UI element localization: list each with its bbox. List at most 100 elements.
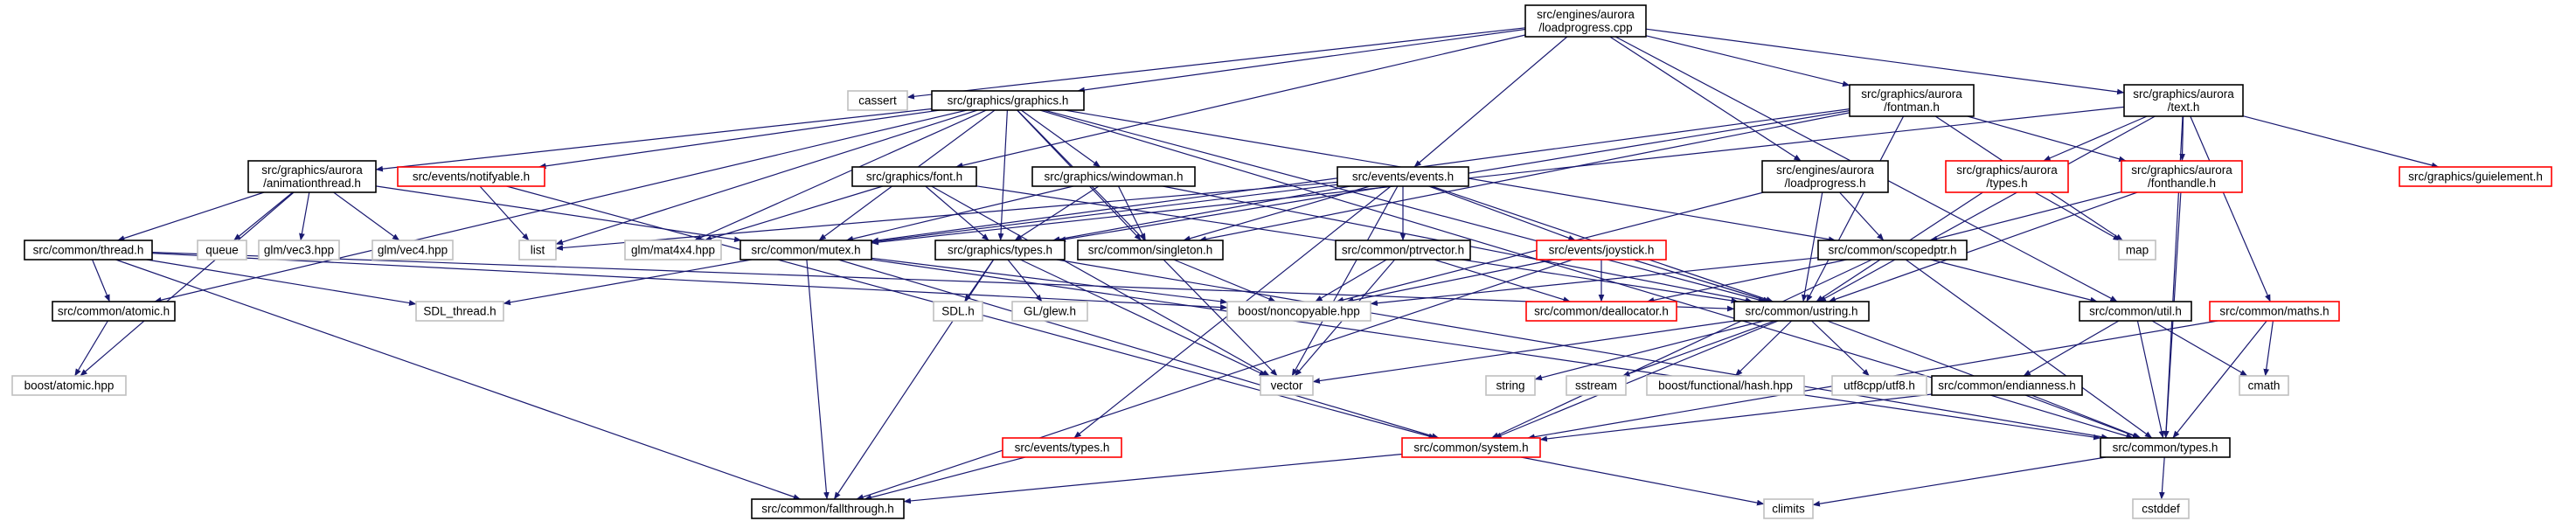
- node-label: glm/vec3.hpp: [264, 244, 334, 257]
- edge-graphics_h-to-graphics_types_h: [997, 109, 1008, 241]
- edge-joystick_h-to-fallthrough_h: [856, 259, 1573, 500]
- node-label: glm/vec4.hpp: [378, 244, 448, 257]
- node-events-types-h[interactable]: src/events/types.h: [1002, 437, 1122, 458]
- edge-ustring_h-to-vector: [1312, 320, 1735, 384]
- node-fallthrough-h[interactable]: src/common/fallthrough.h: [751, 498, 905, 519]
- edge-font_h-to-graphics_types_h: [925, 185, 989, 241]
- node-label: src/common/singleton.h: [1088, 244, 1213, 257]
- node-util-h[interactable]: src/common/util.h: [2079, 301, 2192, 322]
- node-box: [851, 166, 977, 187]
- node-label: /animationthread.h: [263, 177, 361, 190]
- node-sdl-h: SDL.h: [933, 301, 983, 322]
- node-box: [247, 160, 377, 193]
- node-ustring-h[interactable]: src/common/ustring.h: [1733, 301, 1870, 322]
- edge-ptrvector_h-to-boost_noncopyable: [1315, 259, 1387, 302]
- node-deallocator-h[interactable]: src/common/deallocator.h: [1525, 301, 1677, 322]
- node-label: src/common/thread.h: [33, 244, 144, 257]
- node-box: [847, 90, 908, 111]
- node-label: src/graphics/aurora: [2131, 163, 2232, 177]
- edge-mutex_h-to-sdl_thread: [503, 259, 752, 306]
- node-box: [1031, 166, 1196, 187]
- edge-fonthandle_h-to-scopedptr_h: [1929, 191, 2122, 242]
- node-animthread-h[interactable]: src/graphics/aurora/animationthread.h: [247, 160, 377, 193]
- edge-fonthandle_h-to-ustring_h: [1828, 191, 2138, 302]
- edge-thread_h-to-atomic_h: [92, 259, 110, 302]
- node-label: vector: [1271, 379, 1303, 393]
- node-label: /loadprogress.h: [1784, 177, 1865, 190]
- edge-root-to-cassert: [906, 27, 1526, 100]
- node-label: src/common/scopedptr.h: [1828, 244, 1956, 257]
- node-notifyable-h[interactable]: src/events/notifyable.h: [397, 166, 545, 187]
- node-label: src/common/util.h: [2089, 305, 2182, 318]
- node-box: [934, 240, 1066, 261]
- edge-ustring_h-to-utf8cpp: [1811, 320, 1870, 377]
- node-aurora-types-h[interactable]: src/graphics/aurora/types.h: [1945, 160, 2069, 193]
- edge-common_types_h-to-cstddef: [2159, 456, 2165, 500]
- node-box: [751, 498, 905, 519]
- edge-ustring_h-to-sstream: [1622, 320, 1775, 377]
- node-box: [1335, 240, 1471, 261]
- node-mutex-h[interactable]: src/common/mutex.h: [739, 240, 872, 261]
- node-events-h[interactable]: src/events/events.h: [1337, 166, 1469, 187]
- edge-events_h-to-list: [555, 181, 1338, 251]
- edge-animthread_h-to-glm_vec4: [333, 191, 400, 241]
- edge-text_h-to-maths_h: [2190, 115, 2271, 302]
- edge-aurora_types_h-to-map: [2034, 191, 2121, 241]
- node-common-types-h[interactable]: src/common/types.h: [2100, 437, 2231, 458]
- node-box: [1077, 240, 1224, 261]
- node-system-h[interactable]: src/common/system.h: [1401, 437, 1541, 458]
- node-label: map: [2126, 244, 2149, 257]
- node-map: map: [2118, 240, 2156, 261]
- node-windowman-h[interactable]: src/graphics/windowman.h: [1031, 166, 1196, 187]
- node-ptrvector-h[interactable]: src/common/ptrvector.h: [1335, 240, 1471, 261]
- node-guielement-h[interactable]: src/graphics/guielement.h: [2399, 166, 2552, 187]
- node-label: cassert: [858, 94, 897, 108]
- edge-windowman_h-to-singleton_h: [1117, 185, 1147, 241]
- node-box: [2239, 375, 2289, 396]
- node-label: /fonthandle.h: [2148, 177, 2216, 190]
- node-label: src/graphics/aurora: [2133, 87, 2234, 101]
- node-label: /text.h: [2168, 101, 2200, 114]
- node-text-h[interactable]: src/graphics/aurora/text.h: [2123, 84, 2244, 117]
- node-utf8cpp: utf8cpp/utf8.h: [1831, 375, 1927, 396]
- edge-graphics_h-to-notifyable_h: [538, 109, 941, 170]
- node-box: [1646, 375, 1805, 396]
- node-joystick-h[interactable]: src/events/joystick.h: [1536, 240, 1667, 261]
- node-scopedptr-h[interactable]: src/common/scopedptr.h: [1817, 240, 1968, 261]
- edge-animthread_h-to-glm_vec3: [299, 191, 310, 241]
- node-cassert: cassert: [847, 90, 908, 111]
- node-maths-h[interactable]: src/common/maths.h: [2209, 301, 2340, 322]
- node-loadprogress-h[interactable]: src/engines/aurora/loadprogress.h: [1761, 160, 1889, 193]
- node-sdl-thread: SDL_thread.h: [415, 301, 504, 322]
- edge-notifyable_h-to-list: [479, 185, 530, 241]
- node-endianness-h[interactable]: src/common/endianness.h: [1931, 375, 2083, 396]
- node-fontman-h[interactable]: src/graphics/aurora/fontman.h: [1849, 84, 1975, 117]
- edge-text_h-to-aurora_types_h: [2043, 115, 2148, 162]
- node-label: climits: [1772, 503, 1805, 516]
- node-singleton-h[interactable]: src/common/singleton.h: [1077, 240, 1224, 261]
- node-label: src/common/fallthrough.h: [761, 503, 894, 516]
- node-thread-h[interactable]: src/common/thread.h: [24, 240, 153, 261]
- edge-windowman_h-to-mutex_h: [845, 185, 1074, 242]
- node-font-h[interactable]: src/graphics/font.h: [851, 166, 977, 187]
- edge-mutex_h-to-fallthrough_h: [806, 259, 830, 500]
- node-graphics-h[interactable]: src/graphics/graphics.h: [931, 90, 1085, 111]
- node-boost-hash: boost/functional/hash.hpp: [1646, 375, 1805, 396]
- edge-util_h-to-endianness_h: [2023, 320, 2120, 377]
- node-box: [2399, 166, 2552, 187]
- node-graphics-types-h[interactable]: src/graphics/types.h: [934, 240, 1066, 261]
- edge-graphics_h-to-ustring_h: [1044, 109, 1767, 303]
- node-label: src/graphics/aurora: [1861, 87, 1962, 101]
- node-root[interactable]: src/engines/aurora/loadprogress.cpp: [1524, 4, 1647, 38]
- node-label: src/graphics/windowman.h: [1044, 170, 1183, 184]
- edge-maths_h-to-common_types_h: [2172, 320, 2267, 439]
- node-box: [2132, 498, 2190, 519]
- node-fonthandle-h[interactable]: src/graphics/aurora/fonthandle.h: [2121, 160, 2243, 193]
- edge-system_h-to-fallthrough_h: [903, 453, 1403, 504]
- node-atomic-h[interactable]: src/common/atomic.h: [52, 301, 176, 322]
- edge-util_h-to-cmath: [2151, 320, 2248, 377]
- edge-system_h-to-climits: [1520, 456, 1765, 506]
- node-label: src/common/deallocator.h: [1534, 305, 1669, 318]
- node-label: src/common/ptrvector.h: [1342, 244, 1464, 257]
- edge-animthread_h-to-queue: [233, 191, 294, 241]
